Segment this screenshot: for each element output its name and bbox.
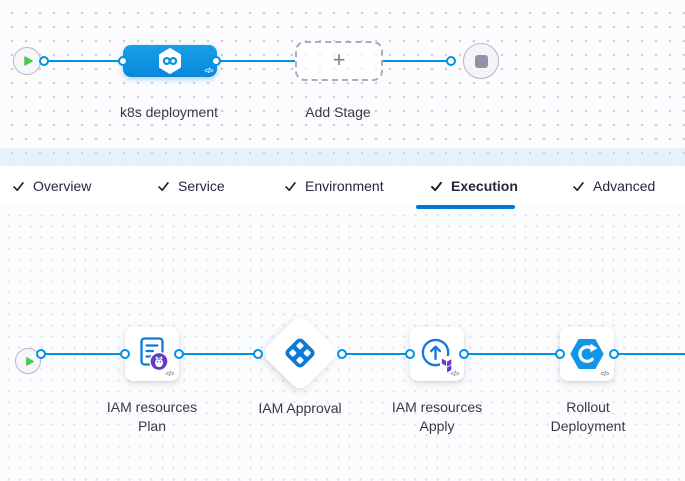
- step-terraform-apply[interactable]: </>: [410, 327, 464, 381]
- check-icon: [12, 180, 25, 193]
- terraform-apply-icon: [419, 336, 456, 373]
- execution-start-node[interactable]: [15, 348, 41, 374]
- step-label-line: IAM resources: [106, 399, 198, 415]
- connector-line: [41, 353, 125, 355]
- step-terraform-plan[interactable]: </>: [125, 327, 179, 381]
- tab-advanced[interactable]: Advanced: [572, 166, 655, 206]
- play-icon: [24, 356, 35, 367]
- connector-line: [342, 353, 410, 355]
- stop-icon: [474, 54, 488, 68]
- check-icon: [157, 180, 170, 193]
- check-icon: [572, 180, 585, 193]
- connector-dot: [39, 56, 49, 66]
- step-label: Rollout Deployment: [528, 398, 648, 436]
- step-label-line: Rollout: [566, 399, 610, 415]
- add-stage-label: Add Stage: [305, 104, 371, 120]
- connector-dot: [459, 349, 469, 359]
- check-icon: [430, 180, 443, 193]
- connector-dot: [405, 349, 415, 359]
- connector-dot: [118, 56, 128, 66]
- tab-label: Overview: [33, 178, 92, 194]
- add-stage-button[interactable]: +: [295, 41, 383, 81]
- step-label: IAM resources Plan: [92, 398, 212, 436]
- code-badge: </>: [450, 371, 459, 378]
- cd-stage-icon: [158, 48, 182, 74]
- stage-label: k8s deployment: [119, 104, 219, 120]
- stage-node-k8s-deployment[interactable]: </>: [123, 45, 217, 77]
- connector-dot: [174, 349, 184, 359]
- step-label-line: Deployment: [550, 418, 626, 434]
- step-rollout-deployment[interactable]: </>: [560, 327, 614, 381]
- tab-label: Execution: [451, 178, 518, 194]
- tab-label: Service: [178, 178, 225, 194]
- active-tab-underline: [416, 205, 515, 209]
- execution-canvas: </>: [0, 206, 685, 481]
- code-badge: </>: [165, 371, 174, 378]
- code-badge: </>: [204, 68, 213, 75]
- pipeline-end-node: [463, 43, 499, 79]
- step-label: IAM Approval: [240, 399, 360, 418]
- step-label: IAM resources Apply: [377, 398, 497, 436]
- connector-line: [179, 353, 258, 355]
- tab-overview[interactable]: Overview: [12, 166, 91, 206]
- connector-line: [383, 60, 451, 62]
- tab-environment[interactable]: Environment: [284, 166, 384, 206]
- pipeline-start-node[interactable]: [13, 47, 41, 75]
- play-icon: [22, 55, 34, 67]
- connector-line: [217, 60, 295, 62]
- diamond-inner: [272, 325, 328, 381]
- step-label-line: IAM resources: [391, 399, 483, 415]
- stage-canvas: </> + k8s deployment Add Stage: [0, 0, 685, 166]
- connector-dot: [120, 349, 130, 359]
- step-iam-approval[interactable]: [260, 313, 340, 393]
- connector-dot: [36, 349, 46, 359]
- step-label-line: Plan: [137, 418, 167, 434]
- connector-dot: [446, 56, 456, 66]
- step-label-line: IAM Approval: [258, 400, 342, 416]
- connector-dot: [609, 349, 619, 359]
- connector-dot: [211, 56, 221, 66]
- step-label-line: Apply: [419, 418, 455, 434]
- connector-dot: [555, 349, 565, 359]
- tab-execution[interactable]: Execution: [430, 166, 518, 206]
- tab-service[interactable]: Service: [157, 166, 225, 206]
- approval-icon: [283, 336, 317, 370]
- check-icon: [284, 180, 297, 193]
- plus-icon: +: [332, 47, 346, 72]
- connector-line: [44, 60, 123, 62]
- code-badge: </>: [600, 371, 609, 378]
- stage-config-tabbar: Overview Service Environment Execution A…: [0, 166, 685, 209]
- connector-line: [614, 353, 685, 355]
- rollout-icon: [570, 339, 604, 369]
- connector-dot: [337, 349, 347, 359]
- tab-label: Advanced: [593, 178, 656, 194]
- tab-label: Environment: [305, 178, 384, 194]
- connector-dot: [253, 349, 263, 359]
- canvas-tint-band: [0, 148, 685, 166]
- terraform-plan-icon: [134, 336, 170, 372]
- connector-line: [464, 353, 560, 355]
